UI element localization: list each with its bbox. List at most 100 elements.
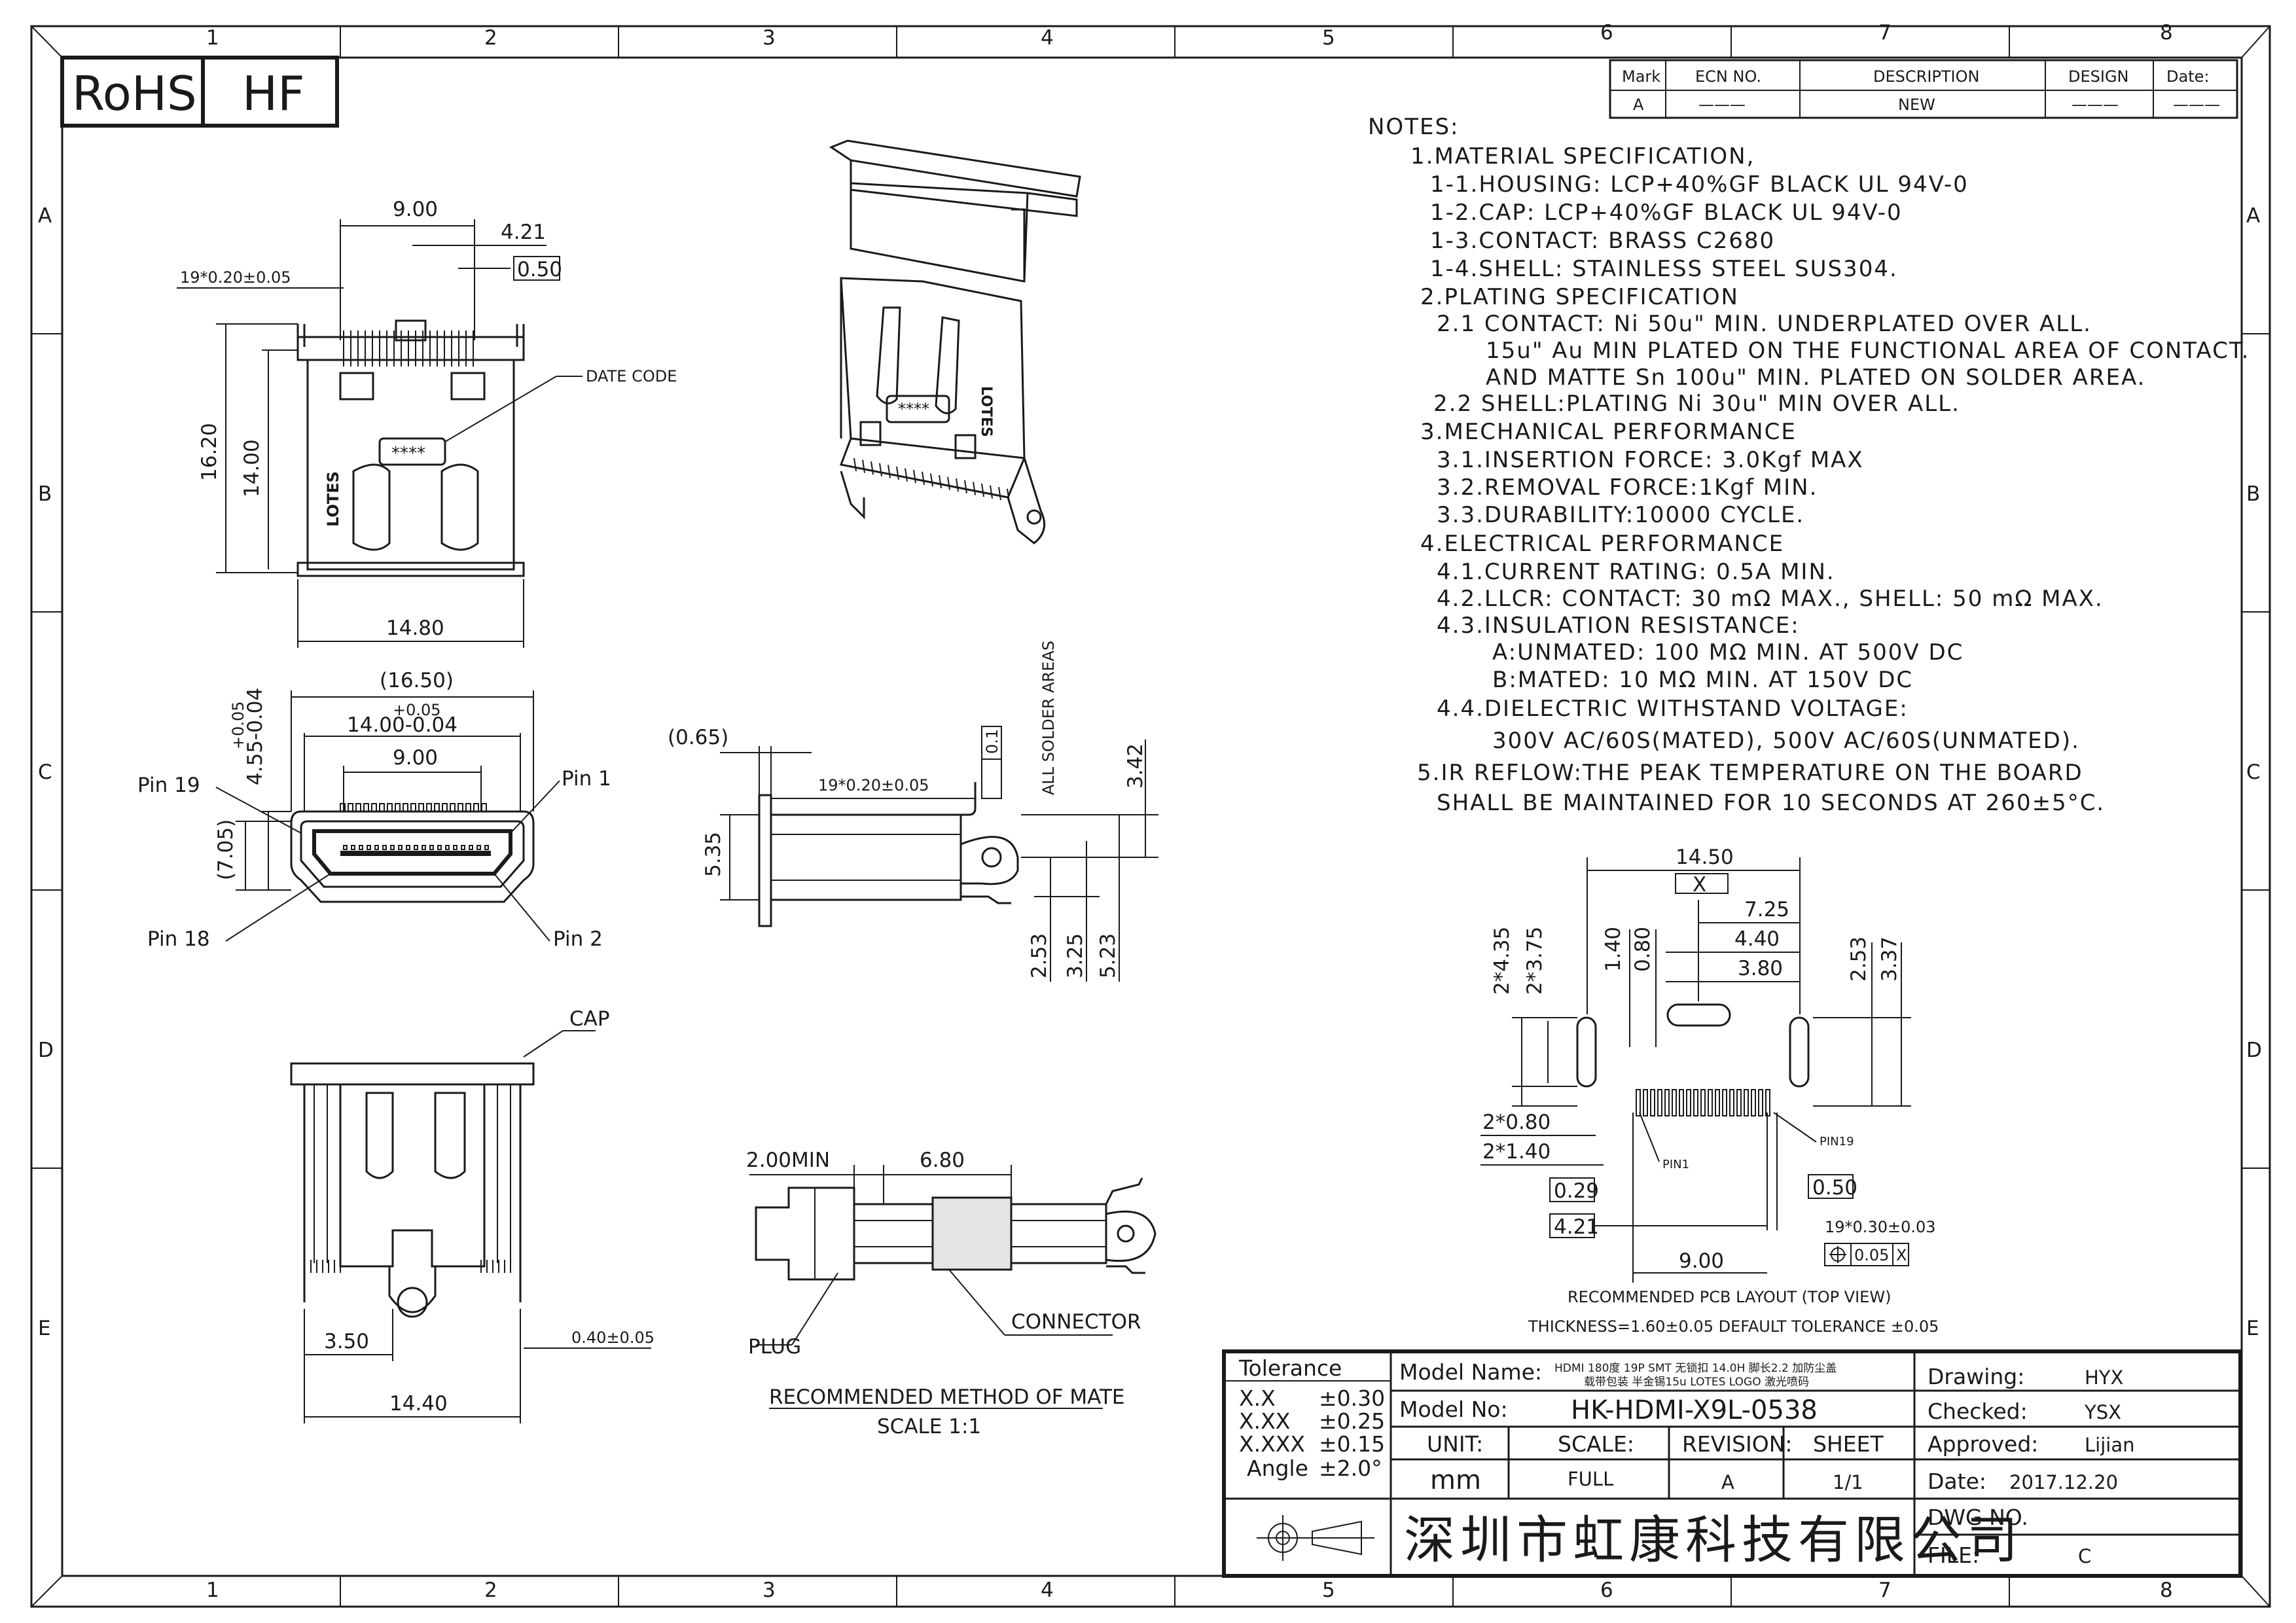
pcb-dim-3-37: 3.37 xyxy=(1878,936,1901,982)
grid-row-labels-right: A B C D E xyxy=(2246,204,2262,1340)
rev-header-date: Date: xyxy=(2166,67,2209,86)
rohs-label: RoHS xyxy=(72,66,197,121)
note-line-5: 1-4.SHELL: STAINLESS STEEL SUS304. xyxy=(1430,256,1898,282)
pcb-dim-2x0-80: 2*0.80 xyxy=(1482,1111,1551,1134)
rev-row-date: ——— xyxy=(2173,96,2220,114)
pcb-datum-x: X xyxy=(1693,873,1706,897)
date-value: 2017.12.20 xyxy=(2009,1471,2118,1493)
note-line-19: A:UNMATED: 100 MΩ MIN. AT 500V DC xyxy=(1492,639,1964,666)
mate-view: 2.00MIN 6.80 PLUG CONNECTOR RECOMMENDED … xyxy=(746,1149,1157,1438)
iso-pin xyxy=(879,463,882,476)
pcb-pad xyxy=(1729,1089,1734,1116)
projection-symbol-icon xyxy=(1257,1515,1374,1561)
pcb-pad xyxy=(1664,1089,1670,1116)
face-pin-top xyxy=(403,803,408,812)
pcb-pad xyxy=(1758,1089,1763,1116)
cap-dim-3-50: 3.50 xyxy=(324,1330,369,1353)
rev-row-ecn: ——— xyxy=(1698,96,1746,114)
rev-row-design: ——— xyxy=(2072,96,2119,114)
iso-pin xyxy=(998,487,1001,501)
pcb-pad xyxy=(1715,1089,1720,1116)
front-dim-14-80: 14.80 xyxy=(386,616,444,640)
front-dim-4-21: 4.21 xyxy=(501,221,546,244)
grid-row-b: B xyxy=(38,482,52,506)
face-dim-9-00: 9.00 xyxy=(393,746,438,770)
side-dim-5-23: 5.23 xyxy=(1096,933,1120,978)
iso-pin xyxy=(990,485,993,499)
grid-row-d-right: D xyxy=(2246,1039,2262,1062)
front-date-code: DATE CODE xyxy=(586,367,677,385)
tolerance-label: Tolerance xyxy=(1238,1355,1342,1381)
file-value: C xyxy=(2078,1545,2091,1567)
grid-row-a-right: A xyxy=(2246,204,2260,228)
note-line-10: 2.2 SHELL:PLATING Ni 30u" MIN OVER ALL. xyxy=(1433,391,1960,417)
dwg-no-label: DWG NO. xyxy=(1928,1505,2028,1530)
drawing-value: HYX xyxy=(2085,1366,2123,1389)
checked-value: YSX xyxy=(2084,1401,2121,1423)
face-pin-top xyxy=(450,803,456,812)
grid-row-labels-left: A B C D E xyxy=(38,204,54,1340)
side-dim-3-42: 3.42 xyxy=(1124,743,1147,789)
pcb-pad xyxy=(1708,1089,1713,1116)
notes-block: NOTES: 1.MATERIAL SPECIFICATION, 1-1.HOU… xyxy=(1368,114,2248,816)
note-line-24: SHALL BE MAINTAINED FOR 10 SECONDS AT 26… xyxy=(1437,790,2105,816)
grid-col-1: 1 xyxy=(206,26,219,50)
iso-pin xyxy=(981,483,984,497)
grid-row-e: E xyxy=(38,1317,51,1340)
rev-header-design: DESIGN xyxy=(2068,67,2129,86)
note-line-12: 3.1.INSERTION FORCE: 3.0Kgf MAX xyxy=(1437,447,1864,473)
iso-pin xyxy=(888,465,891,478)
face-contact xyxy=(374,845,379,850)
iso-logo: LOTES xyxy=(978,386,994,437)
revision-label: REVISION: xyxy=(1682,1431,1793,1457)
pcb-pad xyxy=(1650,1089,1655,1116)
face-contact xyxy=(429,845,434,850)
face-contact xyxy=(382,845,387,850)
note-line-22: 300V AC/60S(MATED), 500V AC/60S(UNMATED)… xyxy=(1492,728,2080,754)
side-dim-pitch: 19*0.20±0.05 xyxy=(818,776,929,794)
hf-label: HF xyxy=(242,66,305,121)
unit-label: UNIT: xyxy=(1427,1431,1483,1457)
grid-col-2-bottom: 2 xyxy=(484,1578,497,1602)
grid-row-d: D xyxy=(38,1039,54,1062)
notes-heading: NOTES: xyxy=(1368,114,1459,140)
tol-val-3: ±0.15 xyxy=(1319,1431,1385,1457)
note-line-13: 3.2.REMOVAL FORCE:1Kgf MIN. xyxy=(1437,474,1818,501)
grid-row-c: C xyxy=(38,760,52,784)
iso-pin xyxy=(853,457,857,472)
face-view: (16.50) +0.05 14.00-0.04 9.00 +0.05 4.55… xyxy=(137,669,611,951)
cap-dim-14-40: 14.40 xyxy=(389,1392,448,1416)
grid-row-a: A xyxy=(38,204,52,228)
pcb-pad xyxy=(1751,1089,1756,1116)
face-pin-top xyxy=(355,803,361,812)
mate-scale: SCALE 1:1 xyxy=(877,1415,981,1438)
iso-pin xyxy=(905,468,908,482)
face-pin-top xyxy=(481,803,487,812)
grid-col-4-bottom: 4 xyxy=(1041,1578,1054,1602)
face-pin-top xyxy=(434,803,440,812)
note-line-1: 1.MATERIAL SPECIFICATION, xyxy=(1410,143,1755,169)
grid-col-8: 8 xyxy=(2160,21,2173,45)
face-dim-4-55: 4.55-0.04 xyxy=(243,688,267,785)
note-line-7: 2.1 CONTACT: Ni 50u" MIN. UNDERPLATED OV… xyxy=(1437,311,2092,337)
pcb-dim-0-80: 0.80 xyxy=(1631,927,1655,972)
cap-dim-0-40: 0.40±0.05 xyxy=(571,1329,655,1347)
face-pin-top xyxy=(473,803,479,812)
model-name-line2: 载带包装 半金锡15u LOTES LOGO 激光喷码 xyxy=(1584,1376,1809,1389)
front-stamp: **** xyxy=(391,444,425,463)
checked-label: Checked: xyxy=(1928,1399,2028,1424)
pcb-caption: RECOMMENDED PCB LAYOUT (TOP VIEW) xyxy=(1568,1288,1891,1306)
note-line-15: 4.ELECTRICAL PERFORMANCE xyxy=(1420,531,1784,557)
pcb-pad xyxy=(1744,1089,1749,1116)
iso-pin xyxy=(956,478,959,492)
face-contact xyxy=(351,845,355,850)
company-name: 深圳市虹康科技有限公司 xyxy=(1404,1511,2023,1570)
front-logo: LOTES xyxy=(324,471,342,527)
rev-header-ecn: ECN NO. xyxy=(1695,67,1761,86)
sheet-frame xyxy=(30,25,2271,1608)
pcb-dim-0-50: 0.50 xyxy=(1812,1176,1857,1200)
pcb-dim-7-25: 7.25 xyxy=(1744,898,1789,921)
pcb-pad xyxy=(1686,1089,1691,1116)
scale-label: SCALE: xyxy=(1558,1431,1634,1457)
face-pin-top xyxy=(371,803,377,812)
